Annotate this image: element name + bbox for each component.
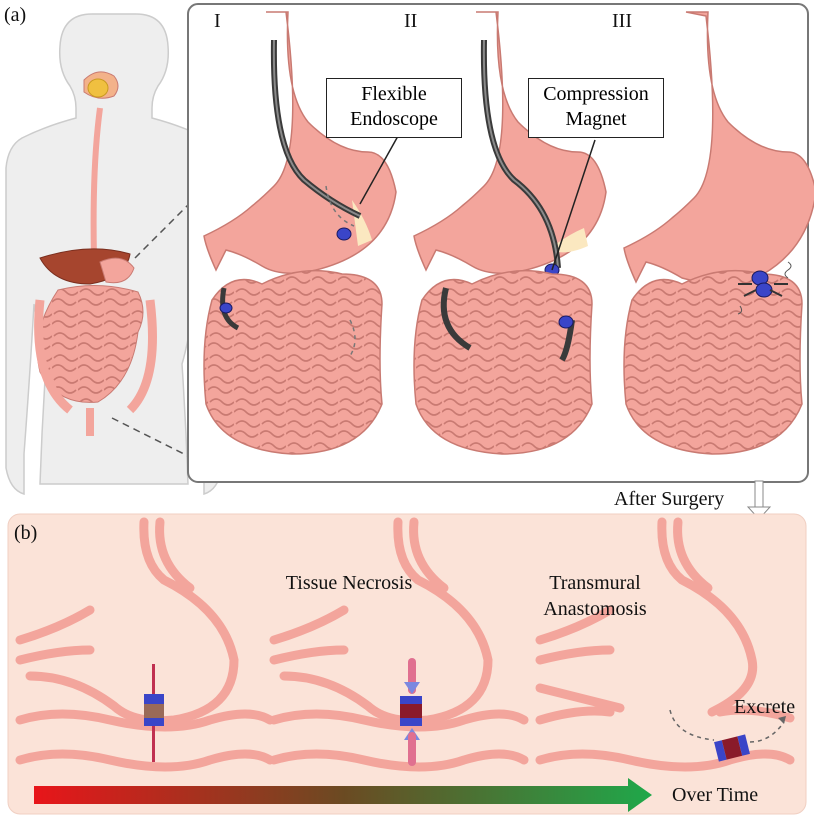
after-surgery-arrow (746, 480, 772, 520)
panel-a-label: (a) (4, 4, 27, 26)
human-body-icon (5, 13, 223, 495)
timeline-arrow (34, 778, 652, 812)
stage-3-illustration (623, 11, 814, 455)
stage-numeral-1: I (214, 10, 221, 32)
panel-b-label: (b) (14, 522, 38, 544)
magnet-icon (336, 227, 352, 241)
magnet-pair-stage-1 (144, 664, 164, 762)
panel-b-background (7, 513, 807, 815)
compression-magnet-callout: Compression Magnet (528, 78, 664, 138)
excrete-label: Excrete (734, 696, 796, 718)
flexible-endoscope-callout: Flexible Endoscope (326, 78, 462, 138)
excreted-magnet (669, 709, 786, 762)
magnet-leader (551, 139, 596, 271)
after-surgery-label: After Surgery (614, 488, 725, 510)
stage-numeral-2: II (404, 10, 418, 32)
endoscope-leader (359, 135, 399, 205)
over-time-label: Over Time (672, 784, 759, 806)
zoom-line-top (134, 204, 189, 259)
small-intestine-icon (203, 269, 383, 455)
tissue-necrosis-label: Tissue Necrosis (285, 572, 413, 594)
stage-1-illustration (203, 11, 397, 455)
panel-b-stage-2 (269, 517, 529, 772)
panel-b-stage-3 (535, 517, 795, 772)
panel-b-stage-1 (15, 517, 275, 772)
transmural-anastomosis-label: Transmural Anastomosis (543, 572, 647, 620)
stage-2-illustration (413, 11, 607, 455)
zoom-line-bottom (111, 417, 189, 457)
magnet-pair-stage-2 (400, 658, 422, 766)
stage-numeral-3: III (612, 10, 632, 32)
